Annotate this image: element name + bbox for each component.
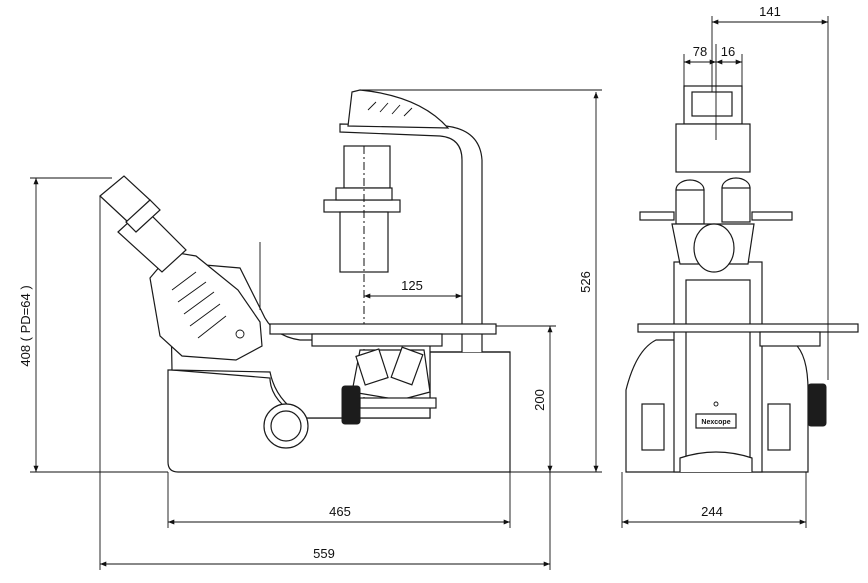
side-lamp-housing <box>347 89 450 129</box>
front-lamp-window <box>691 91 733 117</box>
side-stage <box>269 323 497 335</box>
dim-base-length: 465 <box>329 504 351 519</box>
dim-overall-length: 559 <box>313 546 335 561</box>
side-small-knob <box>235 329 245 339</box>
front-knob-left <box>641 403 665 451</box>
side-focus-rail <box>359 397 437 409</box>
dim-base-width: 244 <box>701 504 723 519</box>
dim-stage-height: 200 <box>532 389 547 411</box>
dim-total-width: 141 <box>759 4 781 19</box>
side-objective-b <box>390 346 424 386</box>
front-indicator-dot <box>713 401 719 407</box>
front-stage-left <box>639 211 675 221</box>
front-label-plate <box>695 413 737 429</box>
side-light-dial-inner <box>270 410 302 442</box>
front-column-inner <box>685 279 751 471</box>
dim-eyepiece-b: 16 <box>721 44 735 59</box>
front-eyepiece-tube-left <box>675 189 705 225</box>
front-stage-right <box>751 211 793 221</box>
front-dimensions: 141 78 16 244 <box>621 4 829 528</box>
front-view: Nexcope <box>625 85 859 473</box>
front-head-lens <box>693 223 735 273</box>
side-head-body <box>149 251 263 361</box>
front-base-arch <box>679 451 753 472</box>
side-view <box>99 89 511 473</box>
side-eyepiece-collar <box>125 199 161 233</box>
front-lamp-neck <box>675 123 751 173</box>
front-knob-right <box>767 403 791 451</box>
lamp-vent-slots <box>367 101 413 117</box>
side-condenser-ring <box>323 199 401 213</box>
front-stage <box>637 323 859 333</box>
dim-overall-height: 526 <box>578 271 593 293</box>
side-stage-holder <box>311 333 443 347</box>
front-knob-right-cap <box>807 383 827 427</box>
side-illumination-pillar <box>339 123 510 353</box>
side-focus-knob <box>341 385 361 425</box>
side-objective-a <box>355 348 389 386</box>
front-eyepiece-tube-right <box>721 187 751 223</box>
side-condenser-upper <box>343 145 391 189</box>
dim-optical-offset: 125 <box>401 278 423 293</box>
front-brand-label: Nexcope <box>701 419 730 426</box>
side-dimensions: 408 ( PD=64 ) 526 200 125 465 559 <box>18 89 602 570</box>
head-vent-slots <box>171 271 227 339</box>
dim-total-height: 408 ( PD=64 ) <box>18 285 33 366</box>
dim-eyepiece-a: 78 <box>693 44 707 59</box>
front-stage-holder <box>759 331 821 347</box>
